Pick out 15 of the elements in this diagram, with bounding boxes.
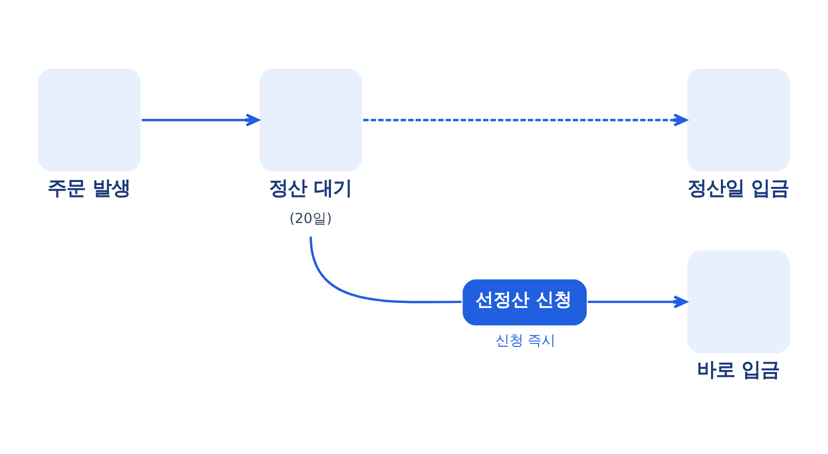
arrow bbox=[588, 295, 688, 308]
arrow bbox=[363, 114, 688, 127]
node-box: 선정산 신청 bbox=[462, 279, 587, 326]
connector bbox=[310, 236, 462, 304]
node-label: (20일) bbox=[289, 211, 332, 228]
node-box bbox=[687, 68, 790, 172]
node-label: 바로 입금 bbox=[696, 358, 780, 382]
node-label: 정산일 입금 bbox=[687, 176, 789, 200]
node-box bbox=[687, 250, 790, 354]
node-label: 신청 즉시 bbox=[495, 333, 556, 350]
node-box bbox=[259, 68, 362, 172]
node-label: 정산 대기 bbox=[269, 176, 352, 200]
arrow bbox=[142, 114, 260, 127]
node-box bbox=[38, 68, 141, 172]
node-label: 주문 발생 bbox=[48, 176, 130, 200]
